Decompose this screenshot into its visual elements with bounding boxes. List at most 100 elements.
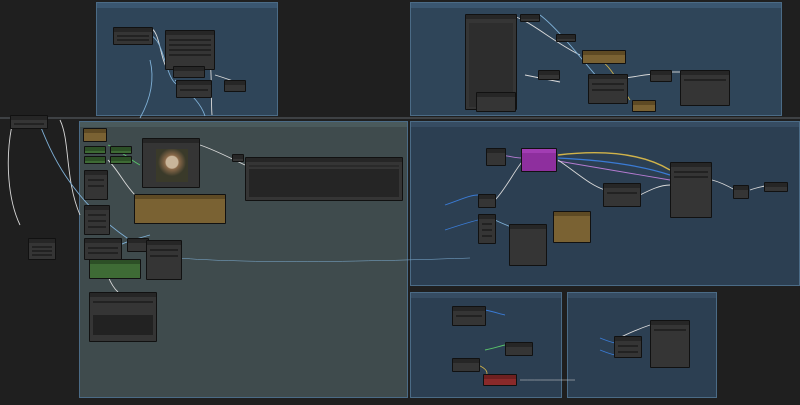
node-title[interactable] <box>85 157 105 161</box>
node[interactable] <box>505 342 533 356</box>
node-widget[interactable] <box>88 220 106 222</box>
node-title[interactable] <box>90 293 156 297</box>
node[interactable] <box>520 14 540 22</box>
node-widget[interactable] <box>88 214 106 216</box>
node-widget[interactable] <box>684 79 726 81</box>
node-title[interactable] <box>453 359 479 363</box>
node-title[interactable] <box>589 75 627 79</box>
node-title[interactable] <box>539 71 559 75</box>
node-widget[interactable] <box>88 226 106 228</box>
node-widget[interactable] <box>117 39 149 41</box>
node-title[interactable] <box>225 81 245 85</box>
group-title-bar[interactable] <box>80 122 407 127</box>
node-title[interactable] <box>84 129 106 133</box>
node-widget[interactable] <box>88 185 104 187</box>
node[interactable] <box>84 205 110 235</box>
node-widget[interactable] <box>249 165 399 167</box>
note-node[interactable] <box>632 100 656 112</box>
node-title[interactable] <box>765 183 787 187</box>
node-widget[interactable] <box>32 254 52 256</box>
text-area[interactable] <box>249 169 399 197</box>
node-title[interactable] <box>233 155 243 159</box>
node[interactable] <box>84 156 106 164</box>
node-widget[interactable] <box>482 235 492 237</box>
node[interactable] <box>10 115 48 129</box>
node-title[interactable] <box>114 28 152 32</box>
node[interactable] <box>509 224 547 266</box>
node-title[interactable] <box>29 239 55 243</box>
error-node[interactable] <box>483 374 517 386</box>
group-title-bar[interactable] <box>97 3 277 8</box>
node-title[interactable] <box>506 343 532 347</box>
node[interactable] <box>452 306 486 326</box>
note-node[interactable] <box>83 128 107 142</box>
node-widget[interactable] <box>607 192 637 194</box>
node-title[interactable] <box>177 81 211 85</box>
node-title[interactable] <box>487 149 505 153</box>
node-widget[interactable] <box>32 246 52 248</box>
node-widget[interactable] <box>674 176 708 178</box>
node-title[interactable] <box>466 15 516 19</box>
node[interactable] <box>165 30 215 70</box>
node[interactable] <box>113 27 153 45</box>
node[interactable] <box>224 80 246 92</box>
image-preview-node[interactable] <box>142 138 200 188</box>
node-title[interactable] <box>85 206 109 210</box>
node-widget[interactable] <box>180 89 208 91</box>
node-widget[interactable] <box>88 179 104 181</box>
text-area[interactable] <box>93 315 153 335</box>
group-title-bar[interactable] <box>411 3 781 8</box>
node-widget[interactable] <box>150 255 178 257</box>
group-bottom-right[interactable] <box>567 292 717 398</box>
group-title-bar[interactable] <box>411 293 561 298</box>
node-title[interactable] <box>477 93 515 97</box>
node[interactable] <box>176 80 212 98</box>
node-title[interactable] <box>143 139 199 143</box>
node[interactable] <box>650 70 672 82</box>
node[interactable] <box>84 146 106 154</box>
note-node[interactable] <box>134 194 226 224</box>
node-title[interactable] <box>111 157 131 161</box>
node-title[interactable] <box>479 195 495 199</box>
group-title-bar[interactable] <box>568 293 716 298</box>
node-title[interactable] <box>85 171 107 175</box>
node-title[interactable] <box>11 116 47 120</box>
node-title[interactable] <box>604 184 640 188</box>
node[interactable] <box>84 170 108 200</box>
node-title[interactable] <box>633 101 655 105</box>
node[interactable] <box>84 238 122 260</box>
note-node[interactable] <box>553 211 591 243</box>
node[interactable] <box>556 34 576 42</box>
node[interactable] <box>486 148 506 166</box>
node-title[interactable] <box>522 149 556 153</box>
node-widget[interactable] <box>654 329 686 331</box>
group-title-bar[interactable] <box>411 122 799 127</box>
node[interactable] <box>478 194 496 208</box>
node[interactable] <box>588 74 628 104</box>
highlighted-node[interactable] <box>521 148 557 172</box>
node[interactable] <box>146 240 182 280</box>
node-title[interactable] <box>651 71 671 75</box>
node-widget[interactable] <box>169 39 211 41</box>
text-node[interactable] <box>245 157 403 201</box>
node-title[interactable] <box>583 51 625 55</box>
node[interactable] <box>680 70 730 106</box>
node-title[interactable] <box>147 241 181 245</box>
node-widget[interactable] <box>482 229 492 231</box>
node-widget[interactable] <box>169 44 211 46</box>
node-title[interactable] <box>85 147 105 151</box>
node-widget[interactable] <box>456 315 482 317</box>
node-title[interactable] <box>246 158 402 162</box>
node-widget[interactable] <box>88 247 118 249</box>
node[interactable] <box>232 154 244 162</box>
node-widget[interactable] <box>32 250 52 252</box>
node-widget[interactable] <box>150 249 178 251</box>
node-widget[interactable] <box>169 49 211 51</box>
node-widget[interactable] <box>674 171 708 173</box>
node-title[interactable] <box>510 225 546 229</box>
node-widget[interactable] <box>482 223 492 225</box>
node-title[interactable] <box>521 15 539 19</box>
node-title[interactable] <box>111 147 131 151</box>
node-title[interactable] <box>85 239 121 243</box>
